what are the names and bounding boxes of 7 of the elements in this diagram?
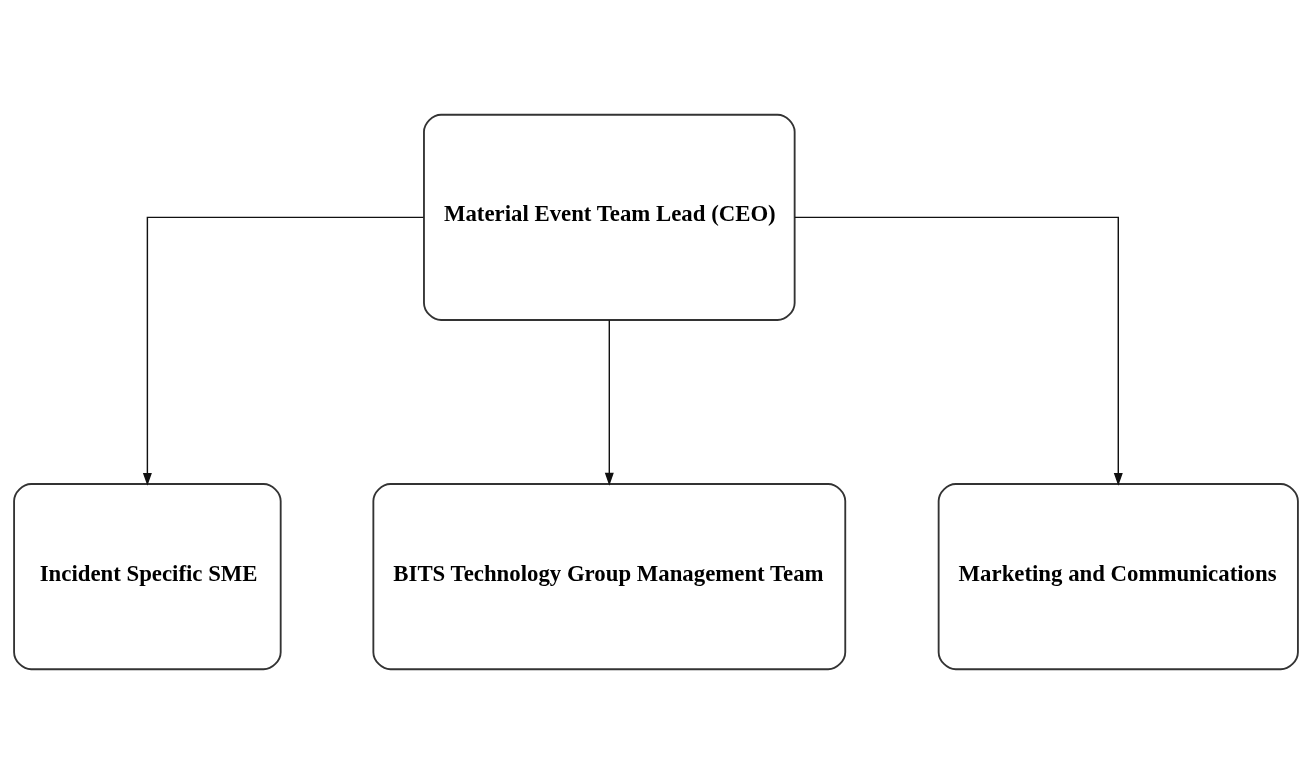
- node-box: Incident Specific SME: [13, 482, 282, 670]
- node-box: Material Event Team Lead (CEO): [423, 113, 796, 321]
- node-box: Marketing and Communications: [937, 482, 1299, 670]
- arrow: [142, 216, 425, 486]
- arrow: [604, 319, 614, 486]
- arrow: [794, 216, 1123, 486]
- node-box: BITS Technology Group Management Team: [372, 482, 847, 670]
